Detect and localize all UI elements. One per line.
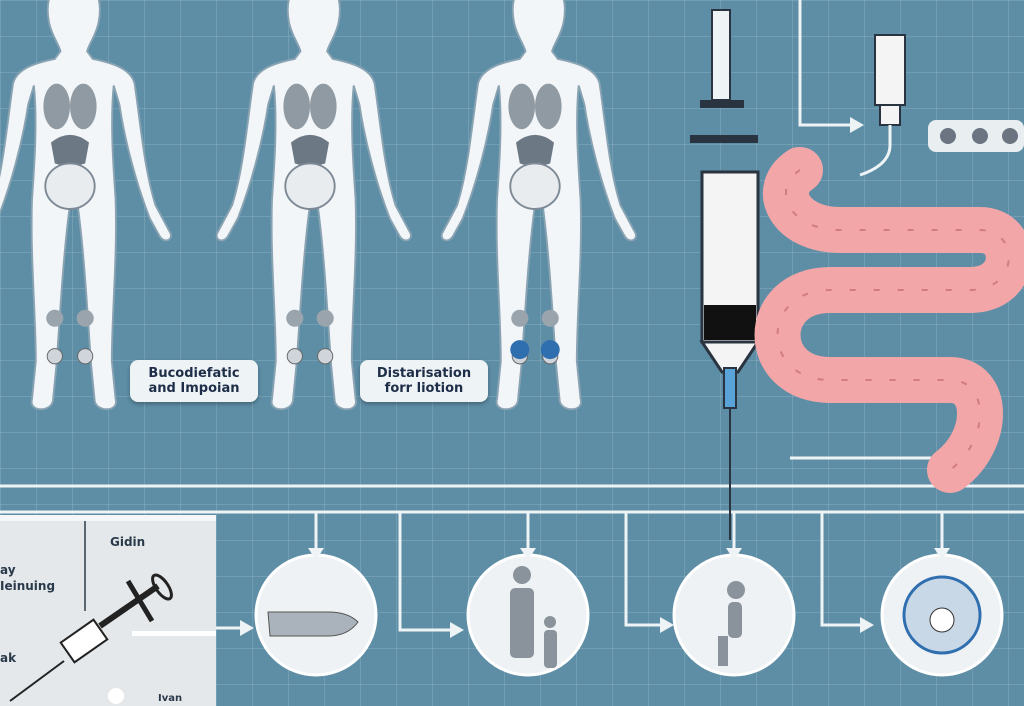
label-line: forr liotion xyxy=(384,381,464,396)
info-panel: Gidin ay Ieinuing ak Ivan xyxy=(0,515,216,706)
human-body-figure-2 xyxy=(215,0,412,411)
small-syringe-icon xyxy=(859,34,906,177)
human-body-figure-1 xyxy=(0,0,172,411)
label-line: Distarisation xyxy=(376,366,472,381)
label-absorption: Bucodiefatic and Impoian xyxy=(130,360,258,402)
step-circles xyxy=(254,553,1004,677)
panel-text: Ieinuing xyxy=(0,579,56,593)
hand-icon xyxy=(267,611,359,637)
panel-text: Ivan xyxy=(158,693,183,704)
syringe-icon xyxy=(690,9,761,540)
panel-heading: Gidin xyxy=(110,535,146,549)
label-line: and Impoian xyxy=(148,381,240,396)
label-distribution: Distarisation forr liotion xyxy=(360,360,488,402)
label-line: Bucodiefatic xyxy=(148,366,240,381)
arrow-heads xyxy=(240,117,950,638)
panel-text: ay xyxy=(0,563,16,577)
syringe-sketch-icon xyxy=(9,573,216,704)
adult-child-icon xyxy=(510,566,557,668)
connector-lines xyxy=(0,0,1024,632)
seated-person-icon xyxy=(718,581,745,666)
panel-text: ak xyxy=(0,651,17,665)
human-body-figure-3 xyxy=(440,0,637,411)
intestine-icon xyxy=(754,147,1024,493)
